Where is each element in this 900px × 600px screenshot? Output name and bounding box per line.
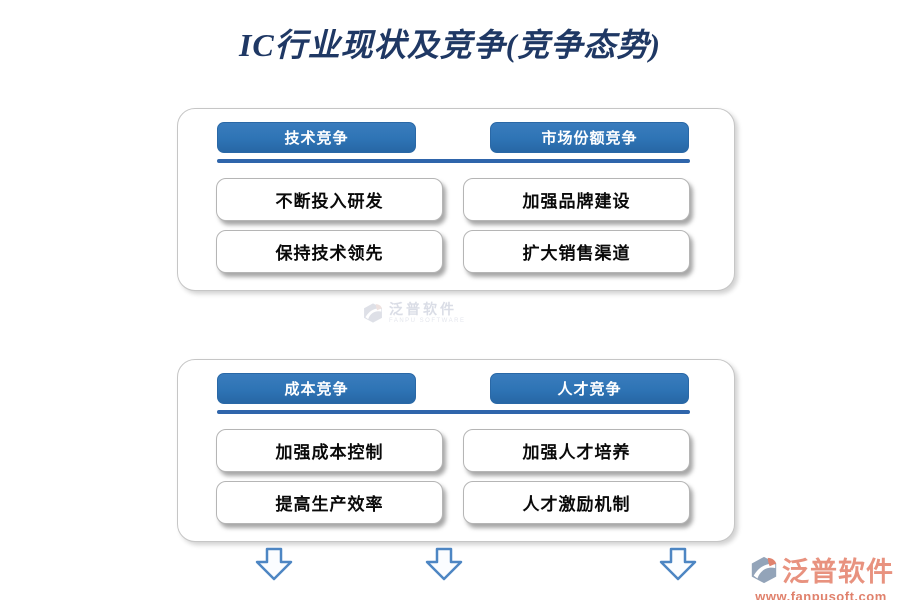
brand-name: 泛普软件 — [782, 557, 894, 587]
divider-line — [217, 410, 690, 414]
brand-website: www.fanpusoft.com — [755, 589, 887, 600]
watermark-brand-text: 泛普软件 — [389, 301, 457, 317]
panel-current-competition: 技术竞争 市场份额竞争 不断投入研发 保持技术领先 加强品牌建设 扩大销售渠道 — [177, 108, 735, 291]
divider-line — [217, 159, 690, 163]
strategy-item: 加强人才培养 — [463, 429, 690, 472]
down-arrow-icon — [425, 547, 463, 581]
strategy-item: 不断投入研发 — [216, 178, 443, 221]
watermark-subtext: FANPU SOFTWARE — [389, 318, 466, 324]
watermark-logo-icon — [364, 303, 382, 323]
page-title: IC行业现状及竞争(竞争态势) — [238, 27, 662, 63]
strategy-item: 保持技术领先 — [216, 230, 443, 273]
strategy-item: 人才激励机制 — [463, 481, 690, 524]
strategy-item: 扩大销售渠道 — [463, 230, 690, 273]
brand-logo-icon — [751, 556, 777, 583]
talent-competition-header: 人才竞争 — [490, 373, 689, 404]
panel-cost-talent-competition: 成本竞争 人才竞争 加强成本控制 提高生产效率 加强人才培养 人才激励机制 — [177, 359, 735, 542]
strategy-item: 提高生产效率 — [216, 481, 443, 524]
watermark: 泛普软件 FANPU SOFTWARE — [362, 302, 465, 324]
footer-brand: 泛普软件 www.fanpusoft.com — [748, 550, 894, 600]
down-arrow-icon — [255, 547, 293, 581]
cost-competition-header: 成本竞争 — [217, 373, 416, 404]
tech-competition-header: 技术竞争 — [217, 122, 416, 153]
strategy-item: 加强成本控制 — [216, 429, 443, 472]
strategy-item: 加强品牌建设 — [463, 178, 690, 221]
market-share-competition-header: 市场份额竞争 — [490, 122, 689, 153]
down-arrow-icon — [659, 547, 697, 581]
